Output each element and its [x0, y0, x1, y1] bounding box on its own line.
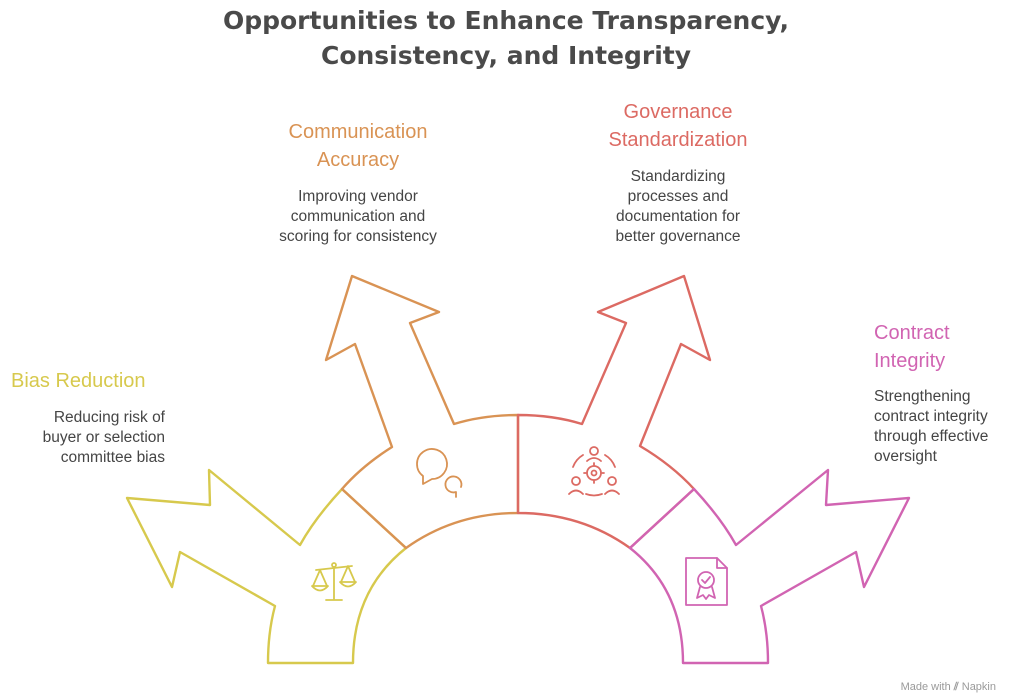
bias-reduction-arrow — [125, 468, 408, 665]
desc-line: Strengthening — [874, 388, 971, 405]
desc-line: better governance — [615, 228, 741, 245]
title-line-1: Opportunities to Enhance Transparency, — [222, 6, 790, 35]
communication-accuracy-arrow — [324, 274, 520, 550]
label-line: Bias Reduction — [11, 370, 146, 392]
desc-line: documentation for — [615, 208, 741, 225]
contract-integrity-arrow — [628, 468, 911, 665]
label-line: Communication — [288, 121, 428, 143]
governance-standardization-label: Governance Standardization — [568, 98, 788, 154]
desc-line: committee bias — [60, 449, 165, 466]
contract-integrity-description: Strengthening contract integrity through… — [874, 387, 1008, 467]
napkin-watermark: Made with ⫽ Napkin — [901, 681, 996, 694]
desc-line: buyer or selection — [42, 429, 165, 446]
diagram-title: Opportunities to Enhance Transparency, C… — [0, 3, 1012, 73]
communication-accuracy-label: Communication Accuracy — [248, 118, 468, 174]
desc-line: Improving vendor — [298, 188, 418, 205]
watermark-prefix: Made with — [900, 681, 951, 693]
desc-line: through effective — [874, 428, 989, 445]
desc-line: processes and — [627, 188, 729, 205]
title-line-2: Consistency, and Integrity — [320, 41, 692, 70]
team-gear-icon — [568, 446, 620, 497]
desc-line: Reducing risk of — [53, 409, 165, 426]
communication-accuracy-description: Improving vendor communication and scori… — [248, 187, 468, 247]
governance-standardization-arrow — [516, 274, 712, 550]
desc-line: Standardizing — [630, 168, 726, 185]
bias-reduction-description: Reducing risk of buyer or selection comm… — [10, 408, 165, 468]
scales-icon — [311, 562, 357, 601]
label-line: Standardization — [608, 129, 748, 151]
desc-line: contract integrity — [874, 408, 988, 425]
desc-line: communication and — [290, 208, 426, 225]
label-line: Accuracy — [316, 149, 400, 171]
contract-integrity-label: Contract Integrity — [874, 319, 950, 375]
label-line: Integrity — [874, 350, 946, 372]
desc-line: oversight — [874, 448, 937, 465]
chat-bubbles-icon — [416, 448, 463, 498]
napkin-logo-icon: ⫽ — [953, 681, 959, 693]
bias-reduction-label: Bias Reduction — [11, 367, 146, 395]
governance-standardization-description: Standardizing processes and documentatio… — [568, 167, 788, 247]
certificate-icon — [685, 557, 728, 606]
watermark-brand: Napkin — [961, 681, 996, 693]
label-line: Governance — [623, 101, 733, 123]
label-line: Contract — [874, 322, 950, 344]
desc-line: scoring for consistency — [279, 228, 437, 245]
